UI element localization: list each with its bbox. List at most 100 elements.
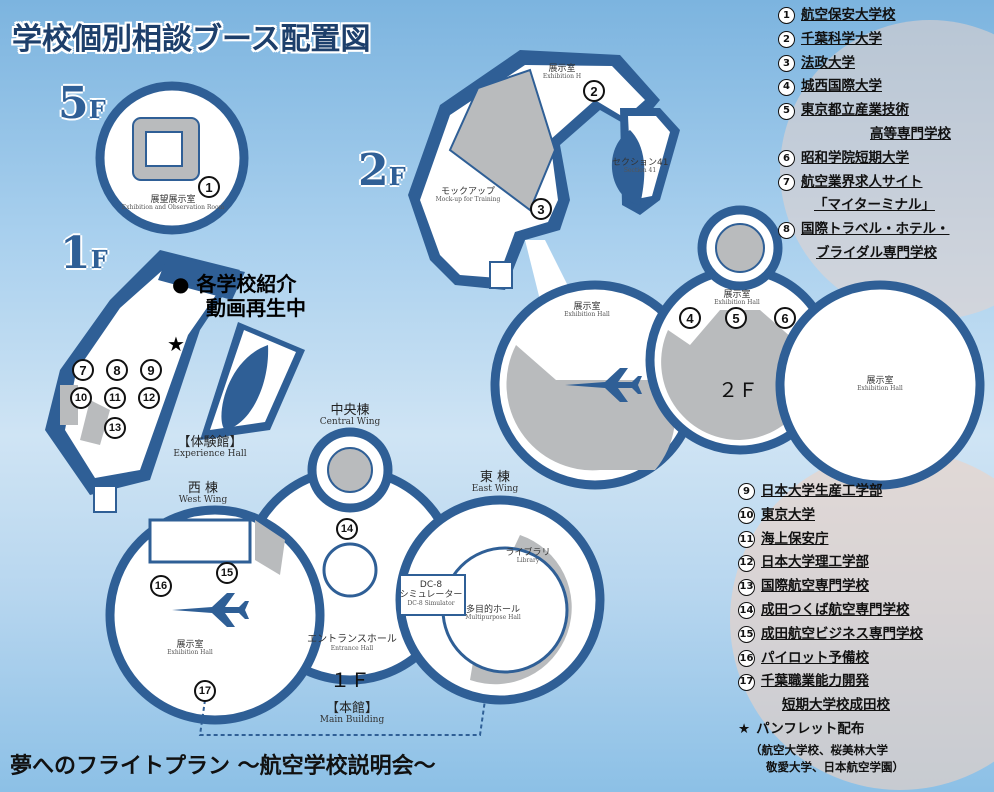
room-main-building-jp: 【本館】 [325, 701, 378, 716]
booth-marker-16[interactable]: 16 [150, 575, 172, 597]
room-exhibition-2f-left-en: Exhibition Hall [564, 311, 610, 319]
room-west-wing: 西 棟 West Wing [170, 481, 236, 506]
booth-marker-2[interactable]: 2 [583, 80, 605, 102]
promo-line-1: ● 各学校紹介 [172, 272, 306, 296]
room-multipurpose: 多目的ホール Multipurpose Hall [458, 605, 528, 622]
booth-marker-3[interactable]: 3 [530, 198, 552, 220]
booth-marker-7[interactable]: 7 [72, 359, 94, 381]
room-exhibition-2f-mid-en: Exhibition Hall [714, 299, 760, 307]
school-item-5-cont[interactable]: 高等専門学校 [778, 123, 951, 147]
school-item-15[interactable]: 15 成田航空ビジネス専門学校 [738, 623, 923, 647]
floor-label-5f-suffix: F [88, 95, 106, 124]
event-banner: 夢へのフライトプラン ～航空学校説明会～ [10, 754, 436, 779]
school-name-3: 法政大学 [801, 54, 855, 71]
school-item-2[interactable]: 2 千葉科学大学 [778, 28, 951, 52]
school-num-2: 2 [778, 31, 795, 49]
booth-marker-9[interactable]: 9 [140, 359, 162, 381]
school-item-7-cont[interactable]: 「マイターミナル」 [778, 194, 951, 218]
school-name-8-cont: ブライダル専門学校 [816, 244, 937, 261]
floor-label-1f-suffix: F [90, 245, 108, 274]
booth-marker-13[interactable]: 13 [104, 417, 126, 439]
school-name-6: 昭和学院短期大学 [801, 149, 909, 166]
room-mockup: モックアップ Mock-up for Training [428, 187, 508, 204]
promo-line-2: 動画再生中 [206, 296, 306, 320]
booth-marker-12[interactable]: 12 [138, 387, 160, 409]
school-name-15: 成田航空ビジネス専門学校 [761, 625, 923, 642]
room-exhibition-1f-jp: 展示室 [176, 640, 204, 650]
pamphlet-note-1: （航空大学校、桜美林大学 [750, 742, 888, 757]
school-name-16: パイロット予備校 [761, 649, 869, 666]
booth-marker-11[interactable]: 11 [104, 387, 126, 409]
room-section41-en: Section 41 [623, 167, 657, 175]
school-num-4: 4 [778, 78, 795, 96]
booth-marker-4[interactable]: 4 [679, 307, 701, 329]
booth-marker-6[interactable]: 6 [774, 307, 796, 329]
booth-marker-15[interactable]: 15 [216, 562, 238, 584]
room-main-building: 【本館】 Main Building [300, 701, 404, 726]
booth-marker-14[interactable]: 14 [336, 518, 358, 540]
school-item-1[interactable]: 1 航空保安大学校 [778, 4, 951, 28]
school-num-12: 12 [738, 554, 755, 572]
floor-label-1f: 1F [60, 228, 108, 279]
school-item-17-cont[interactable]: 短期大学校成田校 [738, 694, 923, 718]
room-multipurpose-en: Multipurpose Hall [465, 614, 521, 622]
room-dc8-line1: DC-8 [419, 580, 443, 590]
booth-marker-1[interactable]: 1 [198, 176, 220, 198]
page-title: 学校個別相談ブース配置図 [12, 22, 371, 57]
pamphlet-star-icon: ★ [167, 332, 185, 356]
room-dc8: DC-8 シミュレーター DC-8 Simulator [397, 580, 465, 608]
school-name-17: 千葉職業能力開発 [761, 673, 869, 690]
room-exhibition-2f-top-en: Exhibition H [542, 73, 582, 81]
room-library: ライブラリ Library [500, 548, 556, 565]
floor-label-5f-number: 5 [58, 78, 89, 129]
booth-marker-17[interactable]: 17 [194, 680, 216, 702]
booth-marker-8[interactable]: 8 [106, 359, 128, 381]
room-central-wing: 中央棟 Central Wing [315, 403, 385, 428]
school-name-12: 日本大学理工学部 [761, 554, 869, 571]
school-num-15: 15 [738, 626, 755, 644]
room-east-wing-en: East Wing [471, 484, 519, 495]
school-num-9: 9 [738, 483, 755, 501]
room-entrance-jp: エントランスホール [307, 634, 397, 645]
room-entrance: エントランスホール Entrance Hall [300, 634, 404, 652]
school-num-1: 1 [778, 7, 795, 25]
booth-marker-10[interactable]: 10 [70, 387, 92, 409]
floor-2f-plan [408, 50, 985, 490]
school-name-10: 東京大学 [761, 506, 815, 523]
school-name-2: 千葉科学大学 [801, 30, 882, 47]
floor-2f-center-label: ２Ｆ [718, 378, 758, 402]
booth-marker-5[interactable]: 5 [725, 307, 747, 329]
room-observation: 展望展示室 Exhibition and Observation Room [118, 195, 228, 212]
room-observation-jp: 展望展示室 [150, 195, 196, 205]
floor-label-1f-number: 1 [60, 228, 91, 279]
floor-label-2f: 2F [358, 145, 406, 196]
school-num-13: 13 [738, 578, 755, 596]
room-exhibition-2f-left-jp: 展示室 [573, 302, 601, 312]
room-west-wing-en: West Wing [178, 495, 228, 506]
room-library-en: Library [516, 557, 540, 565]
floor-label-2f-number: 2 [358, 145, 389, 196]
school-item-12[interactable]: 12 日本大学理工学部 [738, 551, 923, 575]
room-library-jp: ライブラリ [505, 548, 551, 558]
room-main-building-en: Main Building [319, 715, 385, 726]
school-name-7-cont: 「マイターミナル」 [814, 197, 935, 214]
room-exhibition-2f-top: 展示室 Exhibition H [536, 64, 588, 81]
school-name-1: 航空保安大学校 [801, 7, 896, 23]
school-item-8-cont[interactable]: ブライダル専門学校 [778, 242, 951, 266]
school-num-8: 8 [778, 221, 795, 239]
